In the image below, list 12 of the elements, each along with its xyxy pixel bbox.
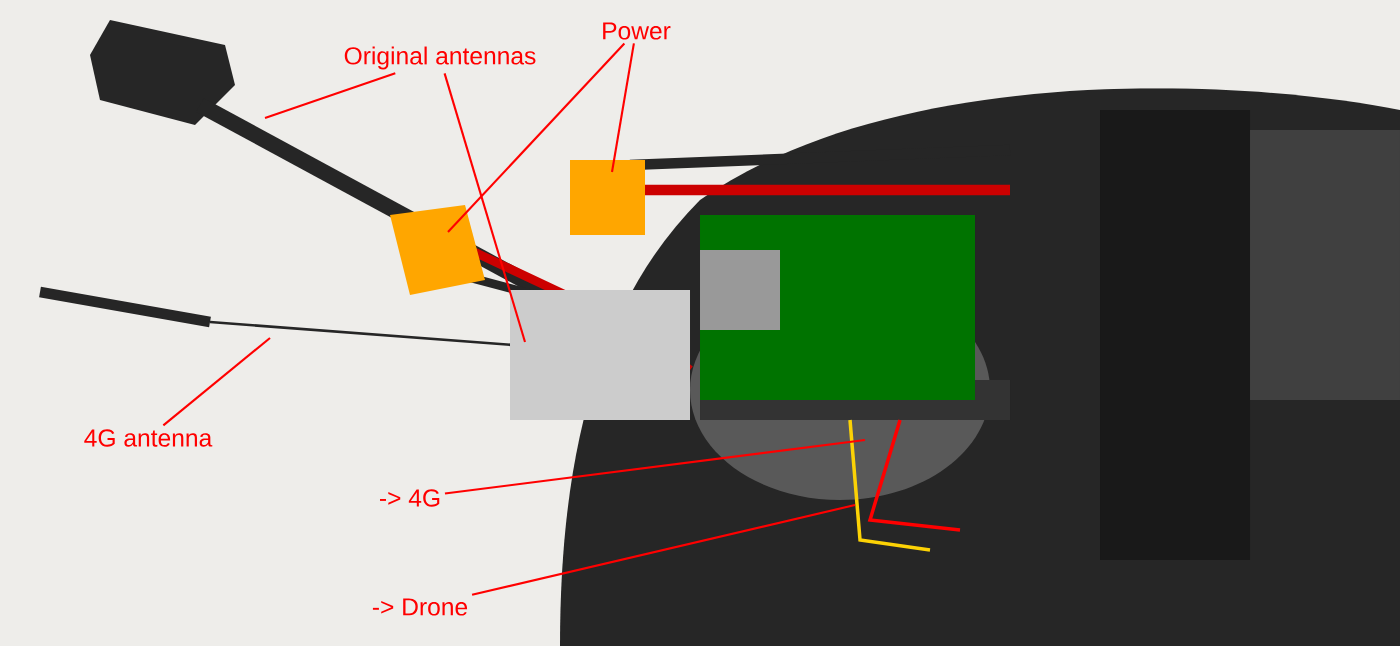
leader-line xyxy=(443,73,526,343)
leader-line xyxy=(264,72,396,119)
label: Original antennas xyxy=(344,46,536,70)
leader-line xyxy=(610,43,635,173)
leader-line xyxy=(162,337,271,427)
label: 4G antenna xyxy=(84,429,213,447)
label: -> 4G xyxy=(380,489,440,507)
leader-line xyxy=(471,503,856,596)
label: -> Drone xyxy=(372,598,468,616)
leader-line xyxy=(444,438,866,495)
leader-line xyxy=(447,42,626,233)
label: Power xyxy=(603,22,671,40)
